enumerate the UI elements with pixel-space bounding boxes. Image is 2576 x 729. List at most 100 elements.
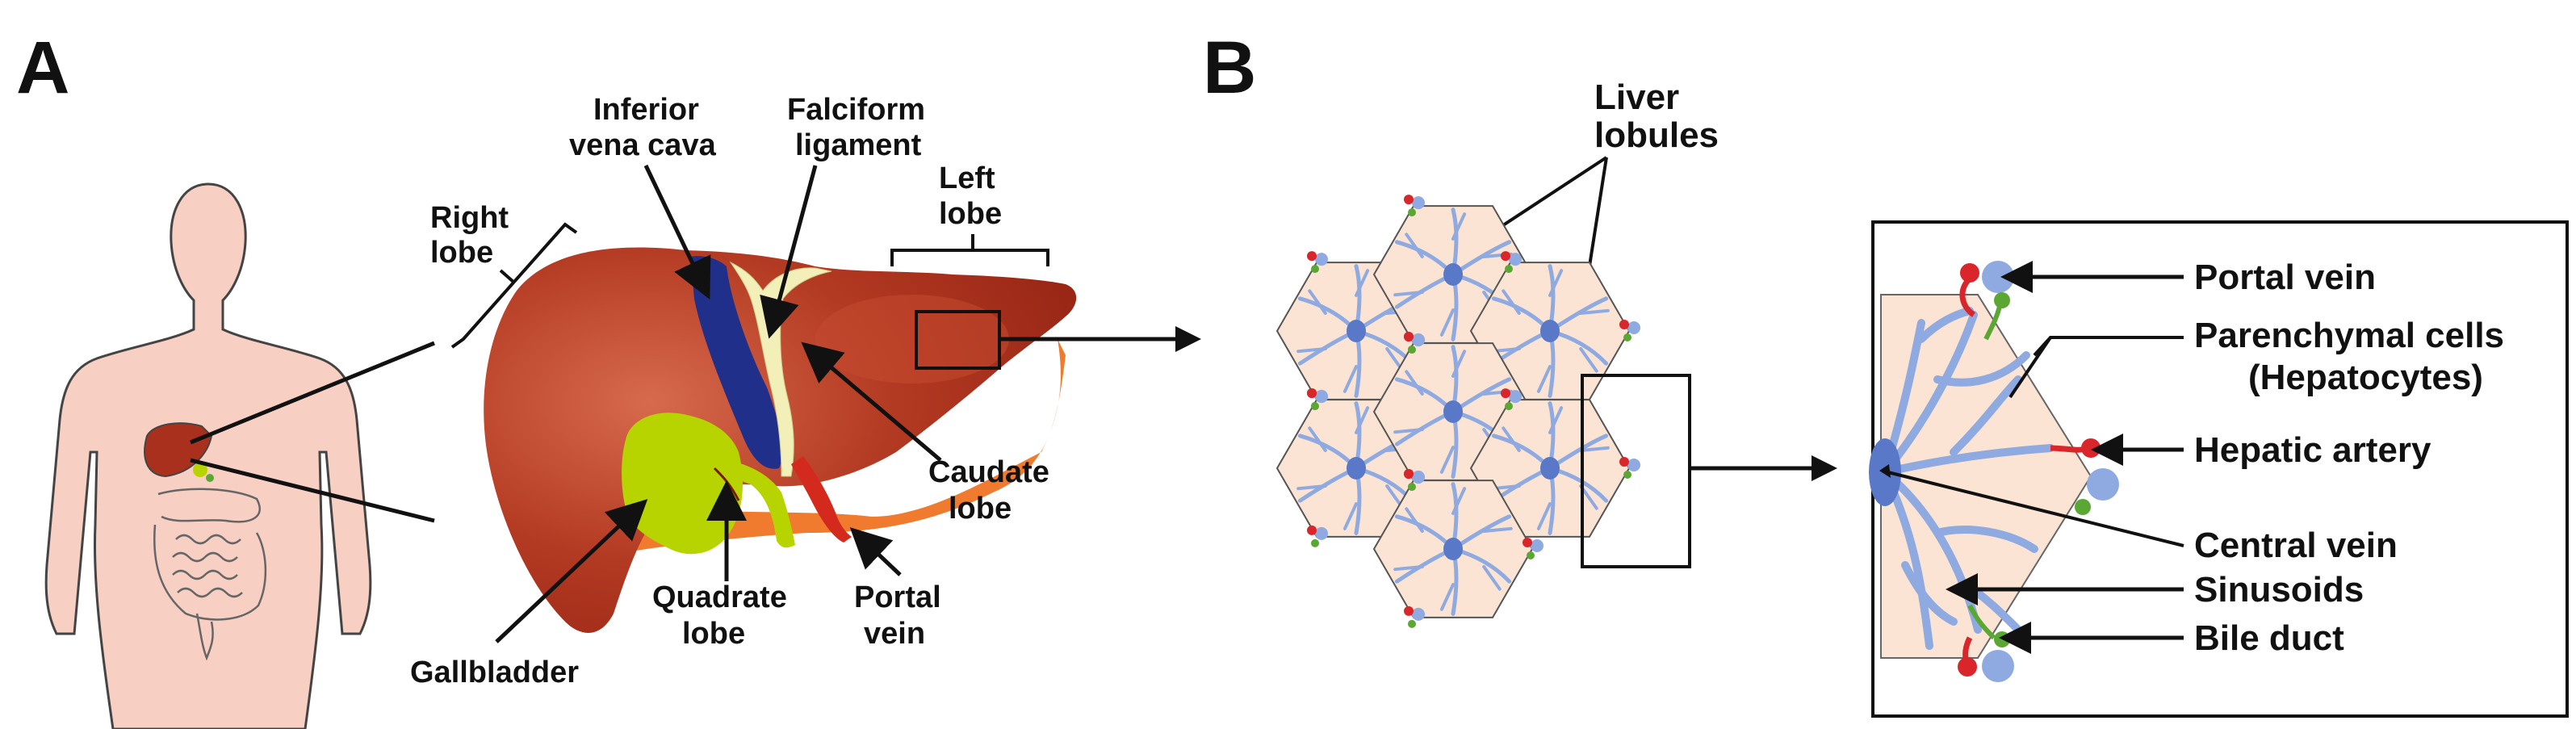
- left-lobe-label-1: Left: [939, 161, 995, 195]
- central-vein-pointer: [1884, 470, 2184, 547]
- portal-vein-dot: [1627, 459, 1640, 471]
- portal-vein-label: Portal vein: [2194, 258, 2376, 297]
- hepatic-artery-dot: [1523, 538, 1532, 547]
- hepatic-artery-dot: [1307, 525, 1317, 535]
- central-vein-dot: [1540, 320, 1560, 342]
- sinusoid-branch: [1579, 347, 1598, 373]
- sinusoid: [1950, 375, 2022, 456]
- gallbladder-arrow: [495, 499, 648, 643]
- caudate-label-2: lobe: [949, 492, 1012, 526]
- sinusoid-branch: [1308, 426, 1327, 452]
- bile-duct-vessel: [1967, 604, 1996, 640]
- arrow-head-2: [1812, 455, 1837, 481]
- portal-vein-dot: [1509, 253, 1522, 266]
- quadrate-label-2: lobe: [682, 617, 745, 651]
- sinusoid-branch: [1355, 406, 1370, 434]
- portal-vein-dot: [1315, 526, 1328, 540]
- panel-a-letter: A: [16, 27, 69, 109]
- portal-vein-dot: [1315, 253, 1328, 266]
- lobule-detail-illustration: [1869, 261, 2119, 682]
- bile-duct-dot: [1311, 402, 1319, 411]
- parenchymal-pointer-2: [2033, 336, 2052, 357]
- falciform-label-1: Falciform: [787, 93, 925, 127]
- lobule-zoom-box: [1581, 374, 1691, 568]
- hepatic-artery-dot: [1404, 469, 1414, 480]
- portal-vein-dot: [1509, 390, 1522, 404]
- sinusoid-branch: [1393, 291, 1424, 297]
- central-vein-label: Central vein: [2194, 526, 2398, 565]
- sinusoids-label: Sinusoids: [2194, 570, 2364, 610]
- portal-vein-dot: [1412, 196, 1425, 210]
- sinusoid-branch: [1405, 507, 1424, 533]
- bile-duct-dot: [1408, 208, 1416, 217]
- bile-duct-dot: [1408, 619, 1416, 628]
- sinusoid-branch: [1393, 565, 1424, 572]
- bile-duct-dot: [1408, 483, 1416, 492]
- central-vein-dot: [1540, 457, 1560, 480]
- sinusoid-branch: [1536, 502, 1552, 530]
- sinusoid: [1933, 526, 2038, 553]
- right-lobe-label-1: Right: [430, 201, 509, 235]
- sinusoid-branch: [1439, 446, 1455, 474]
- portal-vein-dot: [1412, 471, 1425, 484]
- portal-vein-a-label-1: Portal: [854, 580, 941, 614]
- sinusoid-branch: [1342, 365, 1358, 393]
- central-vein-dot: [1347, 320, 1366, 342]
- hepatic-artery-dot: [1960, 263, 1979, 283]
- sinusoid-branch: [1296, 347, 1327, 354]
- portal-vein-dot: [1531, 539, 1544, 552]
- sinusoid-branch: [1439, 583, 1455, 611]
- liver-lobules-label-2: lobules: [1594, 115, 1719, 155]
- central-vein-dot: [1347, 457, 1366, 480]
- zoom-line-lower: [190, 458, 435, 523]
- lobule-2: [1469, 251, 1640, 410]
- central-vein-dot: [1443, 263, 1463, 286]
- ivc-arrow: [643, 164, 711, 300]
- bile-duct-dot: [1994, 292, 2010, 308]
- central-vein-dot: [1443, 538, 1463, 560]
- hepatic-artery-dot: [1404, 195, 1414, 205]
- liver-illustration: [484, 247, 1077, 633]
- caudate-arrow: [801, 341, 942, 462]
- bile-duct-label: Bile duct: [2194, 618, 2344, 658]
- arrow-head-1: [1175, 326, 1201, 352]
- sinusoid: [1917, 307, 1974, 343]
- bile-duct-dot: [1311, 538, 1319, 547]
- lobule-5: [1469, 388, 1640, 547]
- hepatic-artery-dot: [1404, 332, 1414, 342]
- sinusoid-branch: [1405, 370, 1424, 396]
- sinusoid-branch: [1502, 289, 1521, 315]
- portal-vein-dot: [1412, 607, 1425, 621]
- sinusoid-branch: [1342, 502, 1358, 530]
- portal-vein-dot: [1627, 321, 1640, 334]
- hepatic-artery-dot: [2081, 438, 2101, 458]
- bile-duct-dot: [1623, 333, 1631, 341]
- sinusoid-branch: [1548, 406, 1564, 434]
- sinusoid-branch: [1393, 428, 1424, 434]
- bile-duct-dot: [1623, 471, 1631, 479]
- sinusoid-branch: [1439, 308, 1455, 337]
- sinusoid-branch: [1296, 484, 1327, 491]
- hepatic-artery-dot: [1958, 657, 1977, 677]
- caudate-label-1: Caudate: [928, 455, 1049, 489]
- sinusoid: [1933, 351, 2030, 387]
- bile-duct-dot: [1408, 346, 1416, 354]
- sinusoid-branch: [1308, 289, 1327, 315]
- falciform-arrow: [760, 165, 818, 339]
- right-lobe-label-2: lobe: [430, 236, 493, 270]
- ivc-label-1: Inferior: [593, 93, 699, 127]
- sinusoid-branch: [1451, 212, 1467, 241]
- central-vein-arrowhead: [1879, 464, 1891, 478]
- bile-duct-dot: [1527, 551, 1535, 559]
- sinusoid-branch: [1548, 269, 1564, 297]
- hepatic-artery-dot: [1619, 457, 1629, 467]
- lobule-hexagon-grid: [1275, 195, 1640, 628]
- sinusoid-branch: [1482, 526, 1513, 533]
- sinusoid-branch: [1579, 446, 1610, 452]
- quadrate-label-1: Quadrate: [652, 580, 787, 614]
- sinusoid-branch: [1536, 365, 1552, 393]
- hepatic-artery-label: Hepatic artery: [2194, 430, 2431, 470]
- hepatic-artery-dot: [1307, 388, 1317, 399]
